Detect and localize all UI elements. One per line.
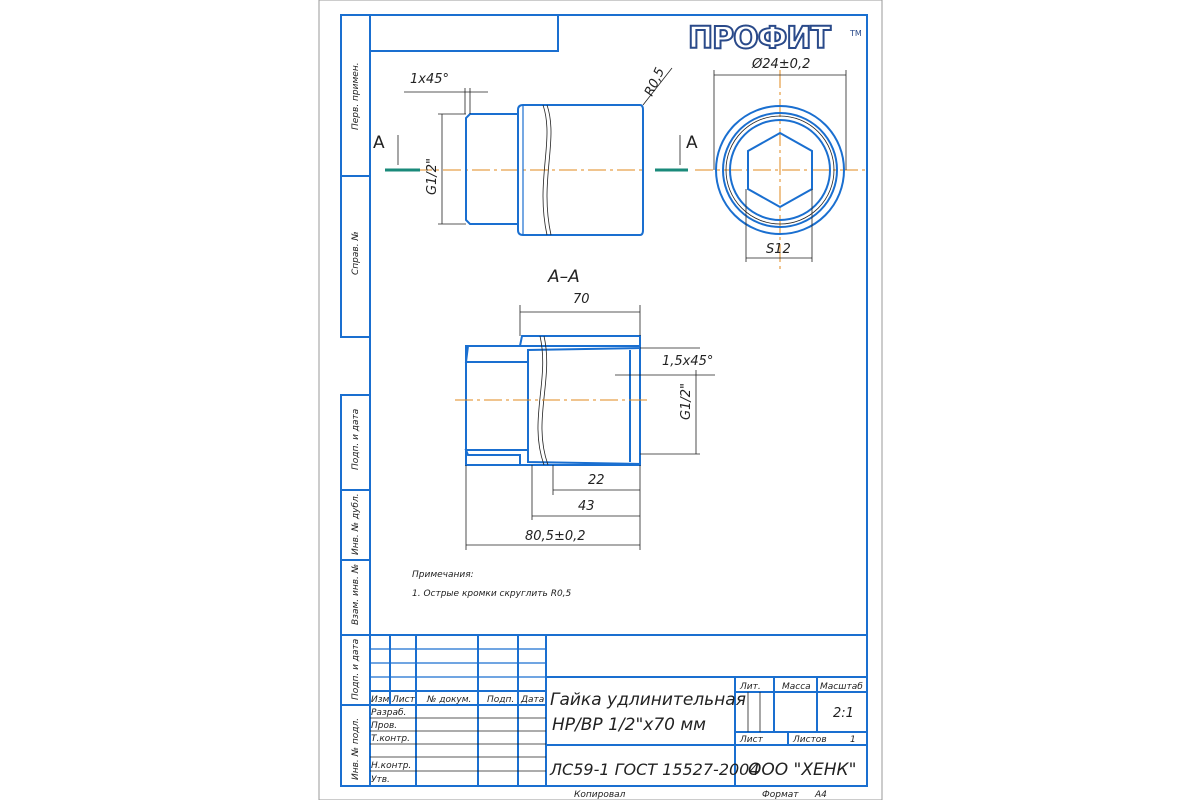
tb-lit-label: Лит. — [739, 682, 761, 692]
title-block — [369, 634, 868, 787]
tb-header: Дата — [520, 695, 544, 705]
part-name-line2: НР/ВР 1/2"x70 мм — [552, 715, 706, 735]
tb-role: Разраб. — [371, 708, 406, 718]
dim-len-22: 22 — [588, 473, 605, 488]
tb-material: ЛС59-1 ГОСТ 15527-2004 — [549, 760, 760, 779]
side-label: Справ. № — [351, 231, 361, 275]
end-view — [695, 70, 865, 270]
side-label: Перв. примен. — [351, 62, 361, 130]
note-item: 1. Острые кромки скруглить R0,5 — [412, 589, 572, 599]
section-title: A–A — [547, 267, 580, 287]
side-label: Инв. № подл. — [351, 718, 361, 780]
tb-scale-label: Масштаб — [820, 682, 863, 692]
dim-thread-outer: G1/2" — [425, 158, 440, 195]
trademark: TM — [849, 29, 862, 38]
tb-company: ООО "ХЕНК" — [748, 760, 856, 780]
dim-diameter: Ø24±0,2 — [751, 57, 810, 72]
tb-format-label: Формат — [762, 790, 799, 800]
side-strip — [340, 14, 371, 787]
side-view — [385, 67, 688, 236]
dim-chamfer-inner: 1,5x45° — [662, 354, 713, 369]
tb-copied: Копировал — [574, 790, 626, 800]
dim-length-70: 70 — [573, 292, 590, 307]
tb-header: Лист — [391, 695, 416, 705]
tb-mass-label: Масса — [782, 682, 811, 692]
dim-len-43: 43 — [578, 499, 595, 514]
side-label: Взам. инв. № — [351, 564, 361, 625]
tb-sheets-value: 1 — [850, 735, 856, 745]
brand-logo: ПРОФИТ — [688, 21, 831, 56]
tb-scale: 2:1 — [833, 706, 854, 721]
side-label: Инв. № дубл. — [351, 493, 361, 555]
dim-total: 80,5±0,2 — [525, 529, 586, 544]
tb-sheet-label: Лист — [739, 735, 764, 745]
dim-chamfer-outer: 1x45° — [410, 72, 449, 87]
tb-role: Т.контр. — [371, 734, 410, 744]
tb-header: Подп. — [487, 695, 514, 705]
side-label: Подп. и дата — [351, 639, 361, 700]
tb-format: A4 — [814, 790, 827, 800]
section-view — [455, 305, 715, 550]
section-marker-right: A — [686, 133, 698, 153]
side-label: Подп. и дата — [351, 409, 361, 470]
section-marker-left: A — [373, 133, 385, 153]
tb-header: Изм — [371, 695, 390, 705]
tb-role: Утв. — [371, 775, 390, 785]
part-name-line1: Гайка удлинительная — [550, 690, 746, 710]
tb-header: № докум. — [426, 695, 471, 705]
tb-sheets-label: Листов — [792, 735, 827, 745]
dim-hex: S12 — [766, 242, 791, 257]
notes-title: Примечания: — [412, 570, 474, 580]
tb-role: Пров. — [371, 721, 397, 731]
tb-role: Н.контр. — [371, 761, 411, 771]
dim-thread-inner: G1/2" — [679, 383, 694, 420]
